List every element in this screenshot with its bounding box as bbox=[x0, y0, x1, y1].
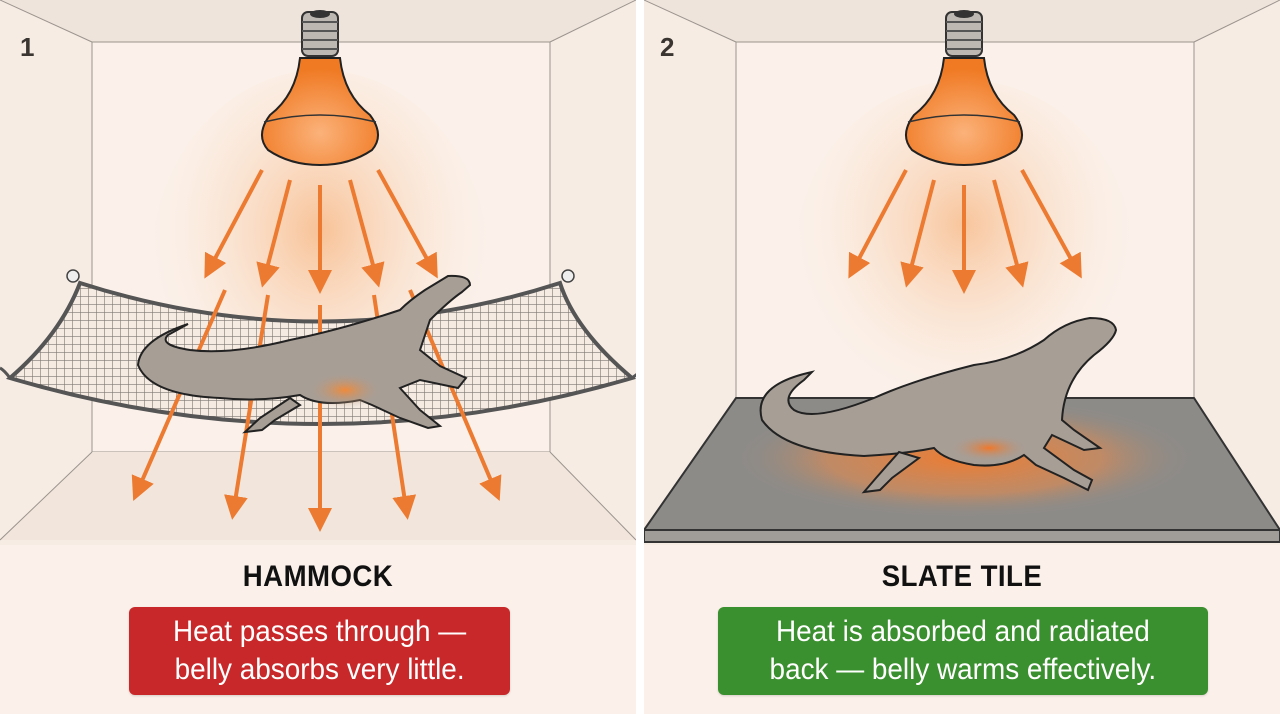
caption-line-1: Heat is absorbed and radiated bbox=[776, 615, 1150, 648]
panel-hammock: 1 HAMMOCK Heat passes through — belly ab… bbox=[0, 0, 636, 714]
heat-lamp-bulb-icon bbox=[905, 10, 1023, 167]
heat-lamp-bulb-icon bbox=[261, 10, 379, 167]
bearded-dragon-icon bbox=[759, 316, 1118, 494]
panel-title: HAMMOCK bbox=[242, 560, 394, 593]
slate-tile-scene-illustration bbox=[644, 0, 1280, 545]
caption-line-2: back — belly warms effectively. bbox=[769, 653, 1157, 686]
caption-line-2: belly absorbs very little. bbox=[174, 653, 465, 686]
caption-line-1: Heat passes through — bbox=[172, 615, 467, 648]
hammock-scene-illustration bbox=[0, 0, 636, 545]
caption-badge-warning: Heat passes through — belly absorbs very… bbox=[129, 607, 510, 695]
heat-arrows-icon bbox=[848, 169, 1082, 294]
panel-divider bbox=[636, 0, 644, 714]
heat-arrows-icon bbox=[204, 169, 438, 294]
panel-number: 2 bbox=[660, 32, 675, 62]
panel-slate-tile: 2 SLATE TILE Heat is absorbed and radiat… bbox=[644, 0, 1280, 714]
bearded-dragon-icon bbox=[136, 274, 472, 434]
panel-title: SLATE TILE bbox=[881, 560, 1043, 593]
caption-badge-success: Heat is absorbed and radiated back — bel… bbox=[718, 607, 1208, 695]
panel-number: 1 bbox=[20, 32, 35, 62]
